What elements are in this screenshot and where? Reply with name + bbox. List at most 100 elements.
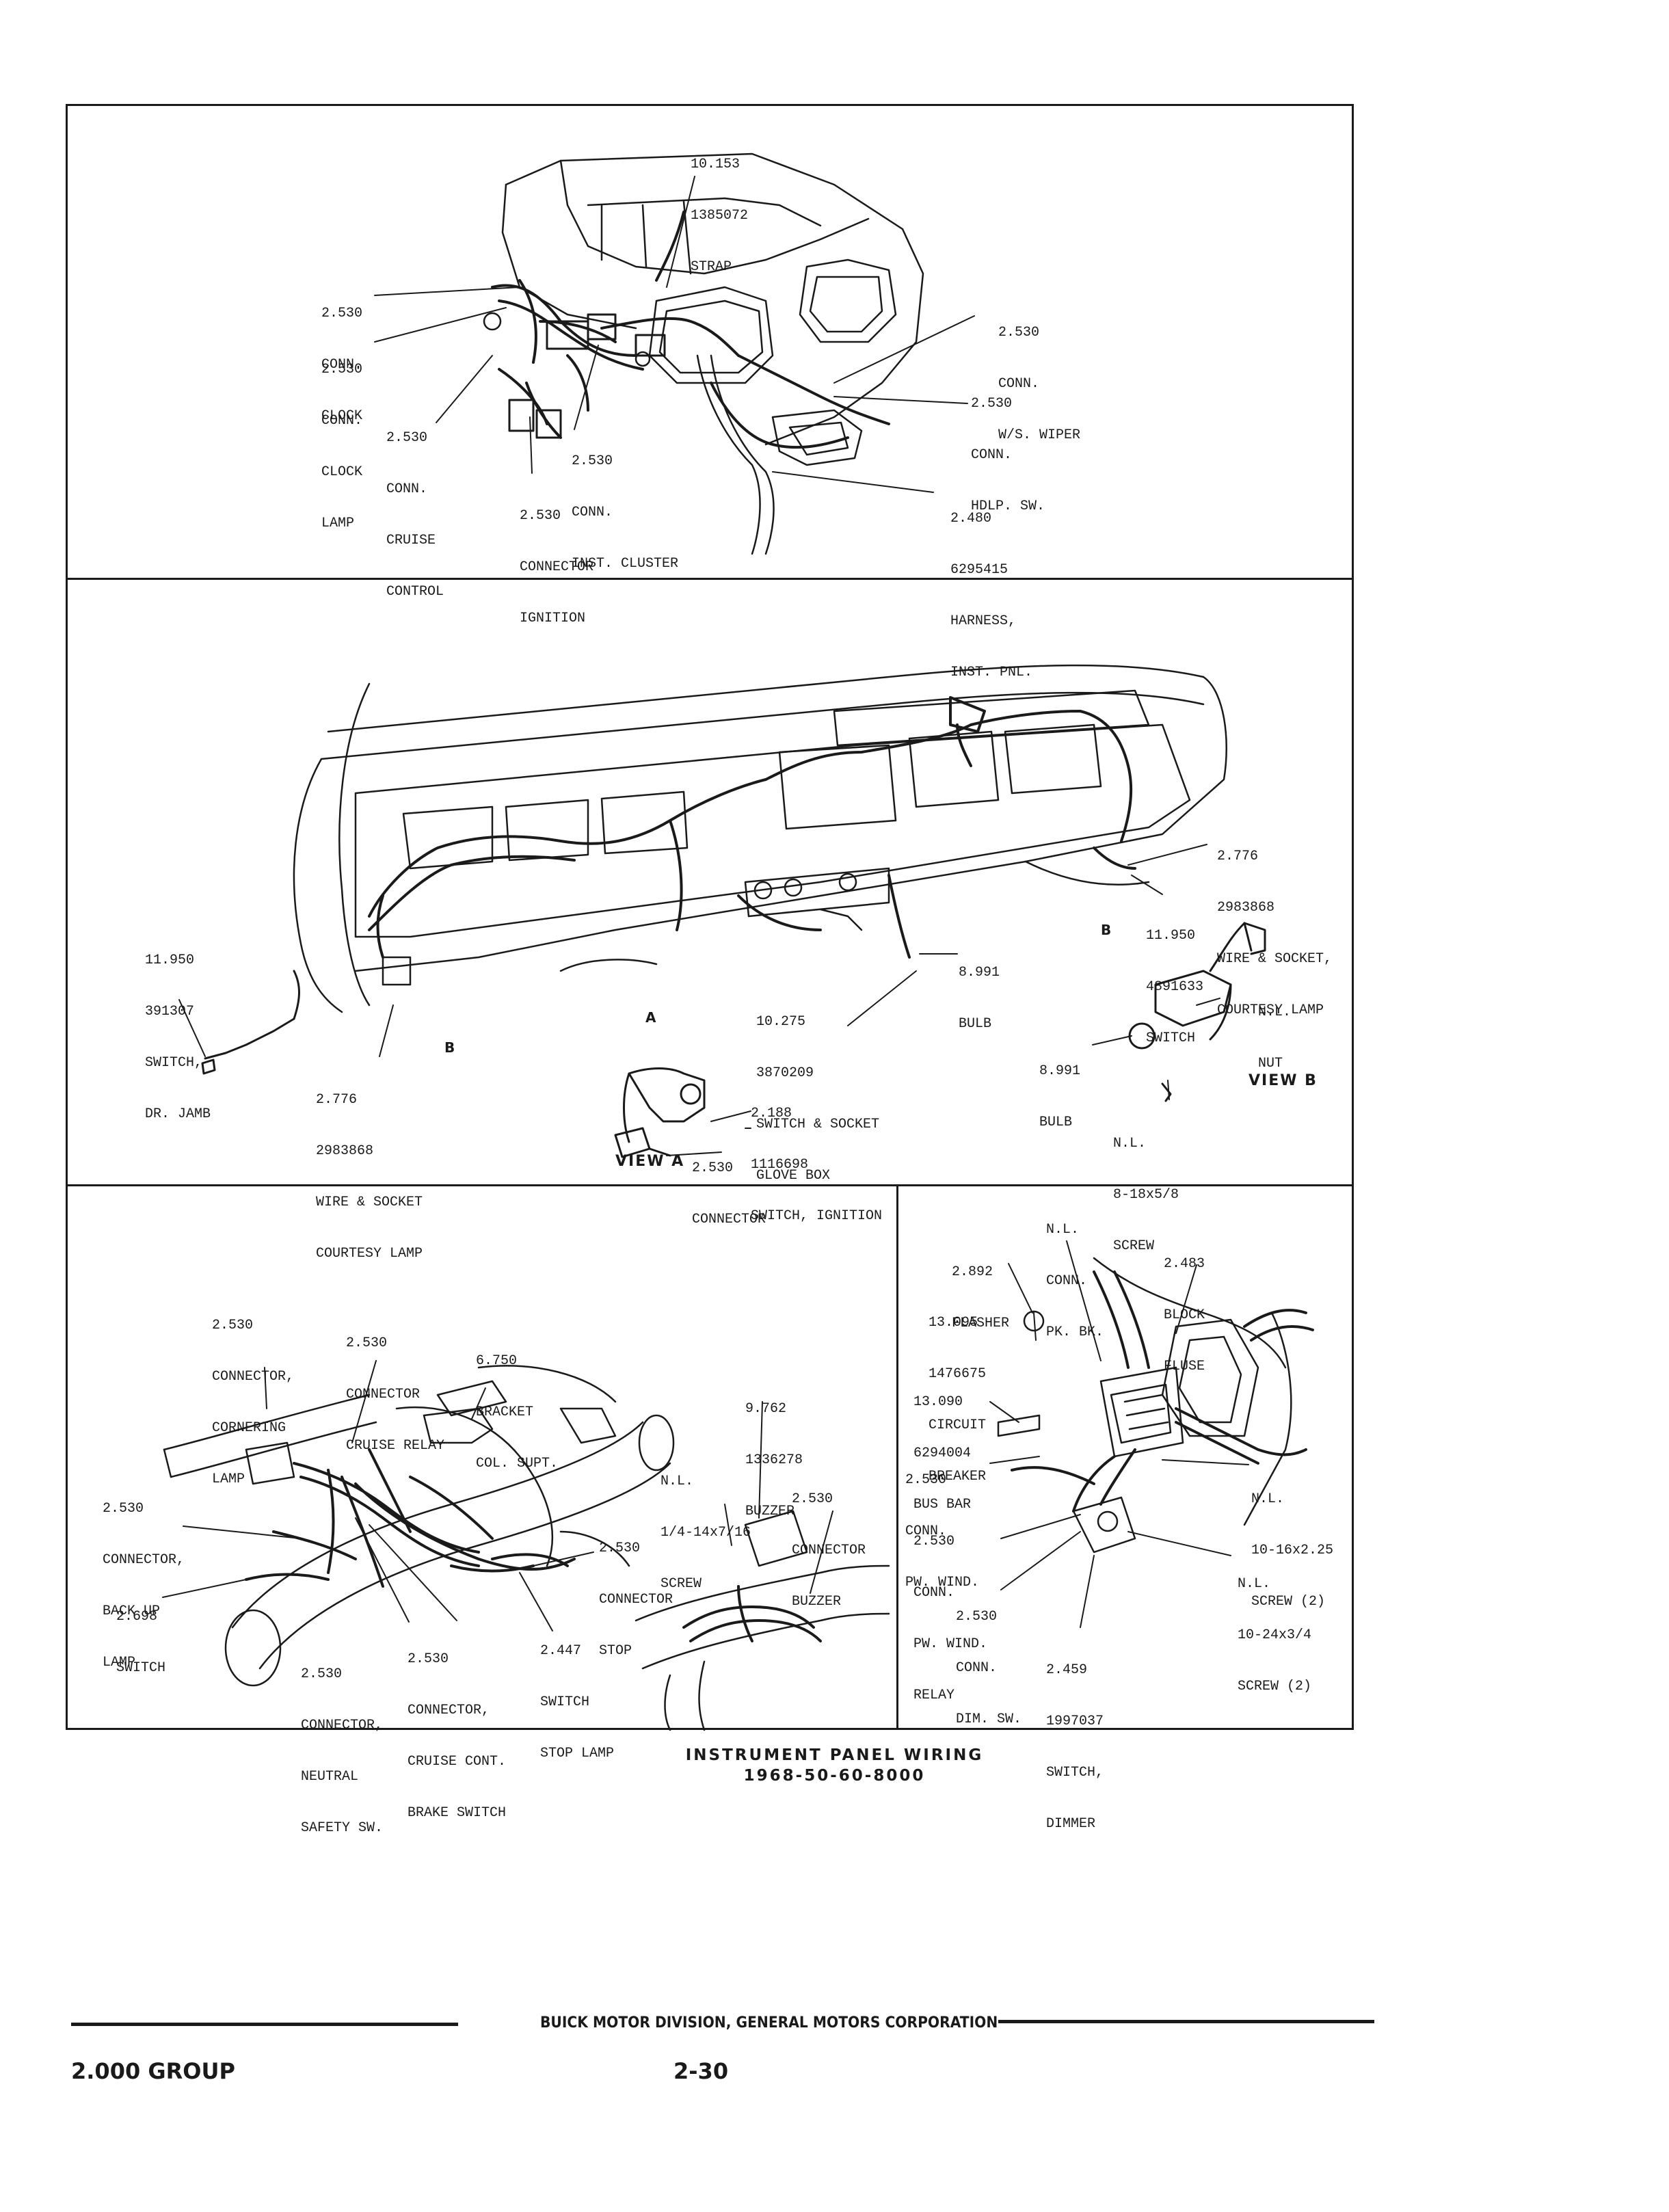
conn-cruise-number: 2.530 <box>386 430 428 446</box>
courtesy-right-number: 2.776 <box>1217 849 1259 864</box>
ignition-switch-name: SWITCH, IGNITION <box>751 1208 883 1224</box>
pk-bk-number: N.L. <box>1046 1222 1080 1238</box>
conn-wiper-name: W/S. WIPER <box>998 427 1081 443</box>
pw-relay-name2: RELAY <box>913 1688 955 1703</box>
divider-panel3-4 <box>896 1184 898 1730</box>
conn-hdlp-number: 2.530 <box>971 396 1013 412</box>
courtesy-right-part: 2983868 <box>1217 900 1275 916</box>
figure-code: 1968-50-60-8000 <box>743 1767 926 1785</box>
glove-box-type: SWITCH & SOCKET <box>756 1117 880 1132</box>
view-b-label: VIEW B <box>1249 1072 1318 1089</box>
label-screw-24: N.L. 10-24x3/4 SCREW (2) <box>1238 1541 1311 1729</box>
label-dr-jamb: 11.950 391307 SWITCH, DR. JAMB <box>145 918 211 1157</box>
label-block-fuse: 2.483 BLOCK FLUSE <box>1164 1221 1205 1409</box>
conn-ignition-type: CONNECTOR <box>520 559 594 575</box>
conn-ignition-name: IGNITION <box>520 611 586 626</box>
label-conn-buzzer: 2.530 CONNECTOR BUZZER <box>792 1456 866 1644</box>
panel2-leaders <box>178 844 1220 1156</box>
conn-clock-name: CLOCK <box>321 408 363 424</box>
footer-group: 2.000 GROUP <box>71 2058 235 2084</box>
nut-number: N.L. <box>1258 1004 1292 1020</box>
label-strap: 10.153 1385072 STRAP <box>691 122 748 310</box>
divider-panel1 <box>66 578 1354 580</box>
bulb-b-name: BULB <box>1039 1115 1073 1130</box>
screw-24-size: 10-24x3/4 <box>1238 1627 1312 1643</box>
bracket-type: BRACKET <box>476 1404 534 1420</box>
switch-right-part: 4891633 <box>1146 979 1204 995</box>
dim-sw-type: CONN. <box>956 1660 998 1676</box>
screw-16-name: SCREW (2) <box>1251 1594 1326 1610</box>
brake-name: CRUISE CONT. <box>408 1754 507 1770</box>
label-nut: N.L. NUT <box>1258 970 1291 1106</box>
screw-buzzer-number: N.L. <box>660 1474 694 1489</box>
cornering-name2: LAMP <box>212 1471 245 1487</box>
conn-cluster-name: INST. CLUSTER <box>572 556 679 572</box>
screw-b-size: 8-18x5/8 <box>1113 1187 1179 1203</box>
stop-lamp-number: 2.447 <box>540 1643 582 1659</box>
dimmer-part: 1997037 <box>1046 1714 1104 1729</box>
divider-panel2 <box>66 1184 1354 1186</box>
label-courtesy-right: 2.776 2983868 WIRE & SOCKET, COURTESY LA… <box>1217 814 1332 1053</box>
flasher-number: 2.892 <box>952 1264 993 1280</box>
label-pw-relay: 2.530 CONN. PW. WIND. RELAY <box>913 1499 987 1738</box>
dimmer-type: SWITCH, <box>1046 1765 1104 1781</box>
conn-clock-lamp-number: 2.530 <box>321 362 363 377</box>
conn-cluster-type: CONN. <box>572 505 613 520</box>
switch-right-name: SWITCH <box>1146 1030 1196 1046</box>
panel3-leaders <box>162 1360 833 1631</box>
buzzer-number: 9.762 <box>745 1401 787 1417</box>
panel4-fuse-block <box>997 1257 1292 1554</box>
conn-hdlp-type: CONN. <box>971 447 1013 463</box>
cruise-relay-type: CONNECTOR <box>346 1387 420 1402</box>
conn-clock-number: 2.530 <box>321 306 363 321</box>
harness-part: 6295415 <box>950 562 1009 578</box>
view-a-label: VIEW A <box>615 1153 685 1170</box>
screw-24-name: SCREW (2) <box>1238 1679 1312 1694</box>
conn-stop-name: STOP <box>599 1643 632 1659</box>
label-cornering: 2.530 CONNECTOR, CORNERING LAMP <box>212 1283 294 1522</box>
stop-lamp-type: SWITCH <box>540 1694 590 1710</box>
courtesy-right-name: COURTESY LAMP <box>1217 1002 1324 1018</box>
bulb-center-name: BULB <box>959 1016 992 1032</box>
footer-rule-right <box>998 2020 1374 2023</box>
pk-bk-type: CONN. <box>1046 1273 1088 1289</box>
dr-jamb-type: SWITCH, <box>145 1055 203 1071</box>
circuit-breaker-part: 1476675 <box>929 1366 987 1382</box>
cornering-name: CORNERING <box>212 1420 286 1436</box>
buzzer-part: 1336278 <box>745 1452 803 1468</box>
screw-b-name: SCREW <box>1113 1238 1155 1254</box>
label-buzzer: 9.762 1336278 BUZZER <box>745 1366 803 1554</box>
panel4-leaders <box>989 1240 1249 1628</box>
label-courtesy-left: 2.776 2983868 WIRE & SOCKET COURTESY LAM… <box>316 1057 423 1296</box>
screw-buzzer-size: 1/4-14x7/16 <box>660 1525 751 1541</box>
strap-part: 1385072 <box>691 208 749 224</box>
pw-relay-number: 2.530 <box>913 1534 955 1549</box>
dr-jamb-part: 391307 <box>145 1004 195 1020</box>
label-conn-cruise: 2.530 CONN. CRUISE CONTROL <box>386 395 444 635</box>
view-a-marker: A <box>645 1009 656 1026</box>
glove-box-number: 10.275 <box>756 1014 806 1030</box>
screw-16-number: N.L. <box>1251 1491 1285 1507</box>
conn-cluster-number: 2.530 <box>572 453 613 469</box>
dr-jamb-number: 11.950 <box>145 952 195 968</box>
footer-page-number: 2-30 <box>673 2058 729 2084</box>
courtesy-left-type: WIRE & SOCKET <box>316 1195 423 1210</box>
view-b-marker-left: B <box>444 1039 455 1056</box>
block-fuse-name: FLUSE <box>1164 1359 1205 1374</box>
view-b-marker-right: B <box>1101 922 1112 938</box>
pw-relay-type: CONN. <box>913 1585 955 1601</box>
label-back-up: 2.530 CONNECTOR, BACK UP LAMP <box>103 1466 185 1705</box>
switch-698-name: SWITCH <box>116 1660 166 1676</box>
dimmer-name: DIMMER <box>1046 1816 1096 1832</box>
screw-16-size: 10-16x2.25 <box>1251 1543 1334 1558</box>
harness-name: HARNESS, <box>950 613 1017 629</box>
harness-name2: INST. PNL. <box>950 665 1033 680</box>
panel2-harness <box>368 696 1136 959</box>
label-bracket: 6.750 BRACKET COL. SUPT. <box>476 1318 558 1506</box>
ignition-switch-number: 2.188 <box>751 1106 792 1121</box>
glove-box-name: GLOVE BOX <box>756 1168 831 1184</box>
bulb-b-number: 8.991 <box>1039 1063 1081 1079</box>
cornering-type: CONNECTOR, <box>212 1369 295 1385</box>
buzzer-name: BUZZER <box>745 1504 795 1519</box>
conn-clock-lamp-type: CONN. <box>321 413 363 429</box>
